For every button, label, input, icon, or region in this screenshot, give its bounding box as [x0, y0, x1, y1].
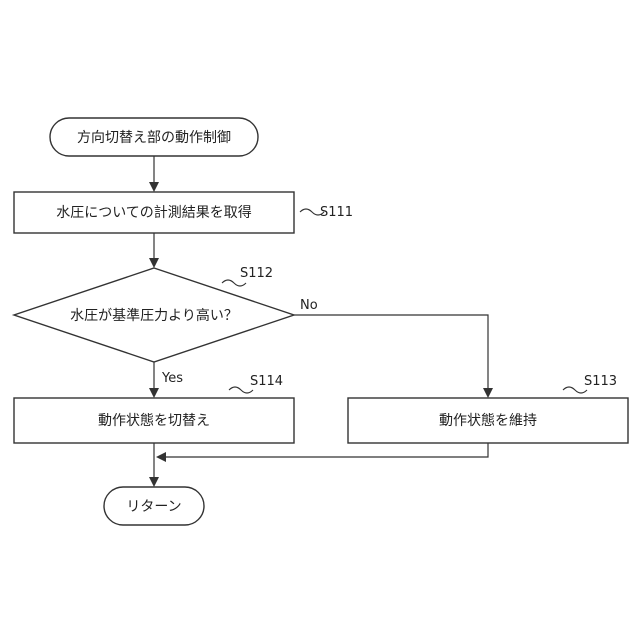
arrowhead-s114-to-end — [149, 477, 159, 487]
arrowhead-s112-to-s114 — [149, 388, 159, 398]
step-label-s112: S112 — [240, 266, 273, 281]
decision-s112-label: 水圧が基準圧力より高い？ — [70, 307, 238, 324]
arrowhead-s111-to-s112 — [149, 258, 159, 268]
arrowhead-s112-to-s113 — [483, 388, 493, 398]
branch-label-yes: Yes — [161, 371, 183, 386]
connector-s113-to-merge — [166, 443, 488, 457]
step-label-s113: S113 — [584, 374, 617, 389]
start-terminator-label: 方向切替え部の動作制御 — [77, 130, 231, 146]
branch-label-no: No — [300, 298, 318, 313]
step-label-s114: S114 — [250, 374, 283, 389]
process-s113-label: 動作状態を維持 — [439, 413, 537, 429]
step-label-s111: S111 — [320, 205, 353, 220]
arrowhead-start-to-s111 — [149, 182, 159, 192]
arrowhead-s113-to-merge — [156, 452, 166, 462]
process-s114-label: 動作状態を切替え — [98, 413, 210, 429]
process-s111-label: 水圧についての計測結果を取得 — [56, 204, 252, 221]
connector-s112-to-s113 — [294, 315, 488, 389]
end-terminator-label: リターン — [126, 499, 181, 515]
